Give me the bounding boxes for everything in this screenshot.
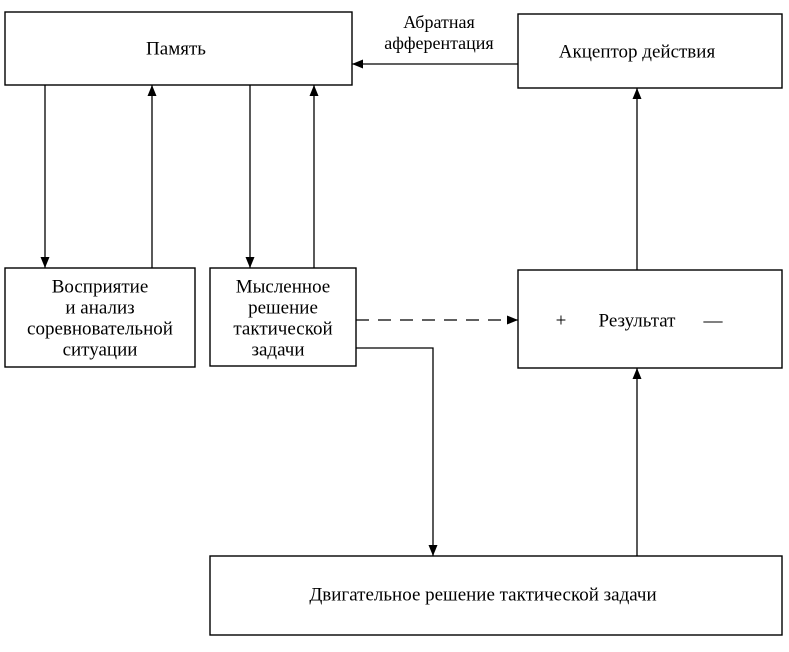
mental-label-line: тактической	[233, 319, 332, 340]
memory-label: Память	[146, 39, 206, 60]
mental-label-line: Мысленное	[236, 277, 331, 298]
acceptor-node: Акцептор действия	[517, 13, 783, 89]
result-label: Результат	[599, 311, 677, 332]
arrow-mental-to-motor	[356, 347, 438, 556]
result-node: + Результат —	[517, 269, 783, 369]
acceptor-box	[517, 13, 783, 89]
motor-box	[209, 555, 783, 636]
mental-node: Мысленное решение тактической задачи	[209, 267, 357, 367]
perception-node: Восприятие и анализ соревновательной сит…	[4, 267, 196, 368]
result-minus-sign: —	[703, 311, 724, 332]
motor-label: Двигательное решение тактической задачи	[309, 585, 656, 606]
perception-label-line: и анализ	[65, 298, 134, 319]
perception-label-line: Восприятие	[52, 277, 149, 298]
memory-node: Память	[4, 11, 353, 86]
memory-box	[4, 11, 353, 86]
acceptor-label: Акцептор действия	[559, 42, 716, 63]
mental-label-line: решение	[248, 298, 318, 319]
mental-label-line: задачи	[251, 340, 304, 361]
feedback-label-line2: афферентация	[384, 33, 493, 53]
mental-box	[209, 267, 357, 367]
motor-node: Двигательное решение тактической задачи	[209, 555, 783, 636]
result-box	[517, 269, 783, 369]
result-plus-sign: +	[556, 311, 567, 332]
feedback-edge: Абратная афферентация	[352, 12, 518, 69]
perception-label-line: ситуации	[63, 340, 138, 361]
perception-box	[4, 267, 196, 368]
feedback-label-line1: Абратная	[403, 12, 475, 32]
perception-label-line: соревновательной	[27, 319, 173, 340]
